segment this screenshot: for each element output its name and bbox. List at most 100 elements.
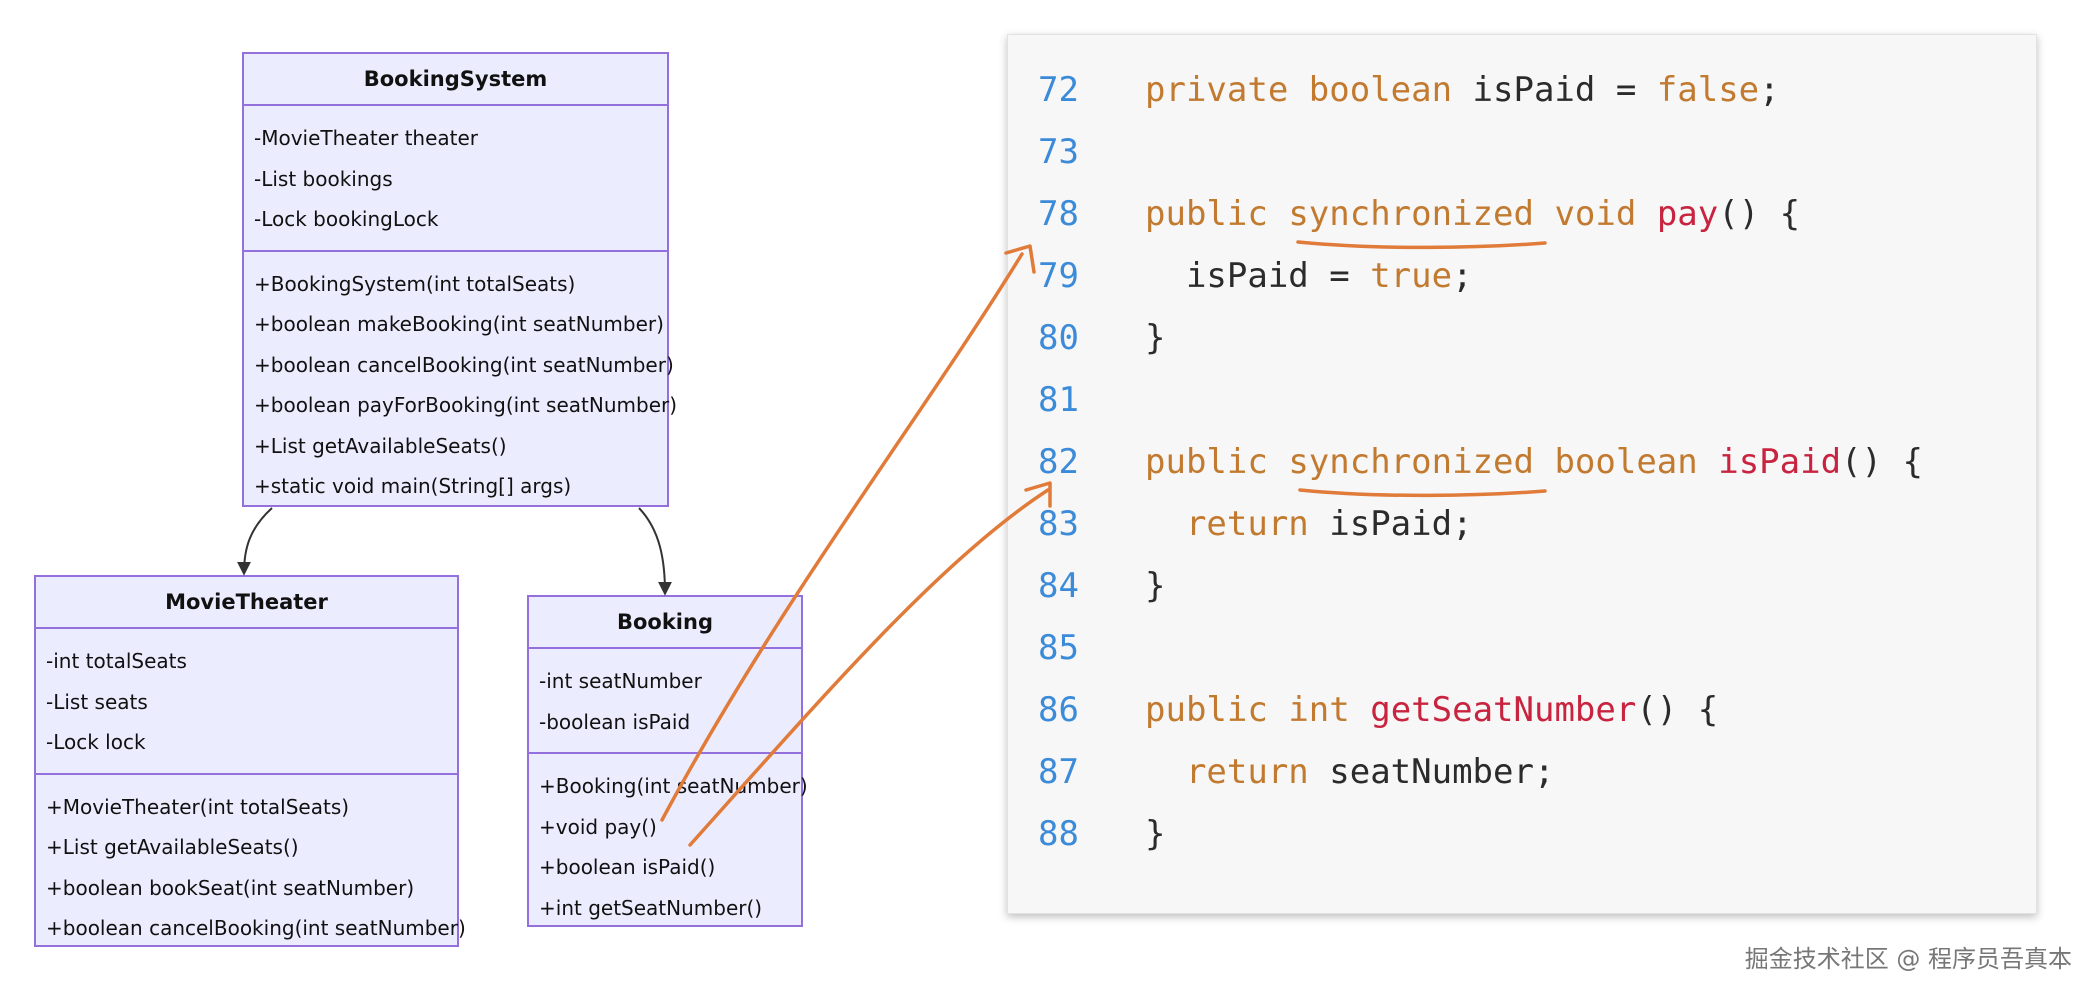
code-text: public int getSeatNumber() { [1145, 679, 1718, 741]
code-token: ; [1452, 256, 1473, 296]
code-token: () { [1636, 690, 1719, 730]
code-text: return isPaid; [1145, 493, 1473, 555]
code-text: isPaid = true; [1145, 245, 1473, 307]
code-function: getSeatNumber [1370, 690, 1637, 730]
code-keyword: public [1145, 194, 1268, 234]
class-attributes: -MovieTheater theater -List bookings -Lo… [244, 106, 667, 252]
class-attribute: -List seats [46, 689, 148, 714]
class-attribute: -Lock lock [46, 730, 146, 754]
code-token: isPaid = [1145, 256, 1371, 296]
class-method: +boolean bookSeat(int seatNumber) [46, 875, 415, 900]
code-token [1698, 442, 1718, 482]
line-number: 86 [1038, 690, 1079, 730]
code-token [1268, 194, 1288, 234]
class-attribute: -Lock bookingLock [254, 207, 439, 231]
class-method: +BookingSystem(int totalSeats) [254, 271, 576, 296]
line-number: 82 [1038, 442, 1079, 482]
code-keyword: void [1554, 194, 1637, 234]
code-keyword: synchronized [1288, 442, 1534, 482]
class-methods: +BookingSystem(int totalSeats) +boolean … [244, 252, 678, 517]
code-keyword: true [1370, 256, 1453, 296]
class-method: +boolean payForBooking(int seatNumber) [254, 393, 678, 417]
code-text: public synchronized void pay() { [1145, 183, 1800, 245]
code-keyword: boolean [1308, 70, 1453, 110]
code-function: isPaid [1718, 442, 1842, 482]
code-text: } [1145, 307, 1165, 369]
code-token [1288, 70, 1308, 110]
class-method: +boolean cancelBooking(int seatNumber) [46, 916, 466, 940]
code-token: ; [1759, 70, 1780, 110]
code-keyword: private [1145, 70, 1289, 110]
class-method: +MovieTheater(int totalSeats) [46, 794, 350, 819]
class-method: +int getSeatNumber() [539, 895, 763, 920]
line-number: 81 [1038, 380, 1079, 420]
code-keyword: public [1145, 442, 1268, 482]
class-attribute: -MovieTheater theater [254, 126, 479, 150]
line-number: 88 [1038, 814, 1079, 854]
line-number: 79 [1038, 256, 1079, 296]
code-token [1145, 504, 1186, 544]
class-methods: +MovieTheater(int totalSeats) +List getA… [36, 775, 466, 959]
class-attributes: -int totalSeats -List seats -Lock lock [36, 629, 457, 775]
class-methods: +Booking(int seatNumber) +void pay() +bo… [529, 754, 808, 938]
association-arrow-booking [638, 507, 672, 596]
class-method: +boolean cancelBooking(int seatNumber) [254, 352, 674, 377]
code-keyword: return [1185, 752, 1309, 792]
line-number: 87 [1038, 752, 1079, 792]
code-token: } [1145, 814, 1166, 854]
code-token: () { [1718, 194, 1801, 234]
code-token [1534, 442, 1554, 482]
code-text: } [1145, 555, 1165, 617]
association-arrow-theater [237, 507, 273, 576]
code-token: isPaid = [1452, 70, 1657, 110]
code-token [1534, 194, 1554, 234]
class-booking: Booking -int seatNumber -boolean isPaid … [527, 595, 808, 927]
code-token [1636, 194, 1656, 234]
code-keyword: return [1185, 504, 1309, 544]
class-method: +boolean isPaid() [539, 855, 716, 879]
class-title: BookingSystem [244, 54, 667, 106]
class-title: Booking [529, 597, 801, 649]
code-keyword: int [1288, 690, 1350, 730]
line-number: 80 [1038, 318, 1079, 358]
line-number: 84 [1038, 566, 1079, 606]
class-movie-theater: MovieTheater -int totalSeats -List seats… [34, 575, 466, 947]
code-keyword: false [1656, 70, 1760, 110]
code-text: } [1145, 803, 1165, 865]
line-number: 73 [1038, 132, 1079, 172]
code-token: } [1145, 566, 1166, 606]
class-method: +Booking(int seatNumber) [539, 774, 808, 798]
code-token [1145, 752, 1186, 792]
class-booking-system: BookingSystem -MovieTheater theater -Lis… [242, 52, 677, 507]
code-token [1268, 442, 1288, 482]
code-keyword: synchronized [1288, 194, 1534, 234]
code-keyword: public [1145, 690, 1268, 730]
class-attribute: -int seatNumber [539, 669, 702, 693]
class-method: +boolean makeBooking(int seatNumber) [254, 312, 664, 336]
class-method: +static void main(String[] args) [254, 474, 572, 498]
line-number: 72 [1038, 70, 1079, 110]
code-token [1350, 690, 1370, 730]
code-token: } [1145, 318, 1166, 358]
code-function: pay [1656, 194, 1719, 234]
code-token: seatNumber; [1308, 752, 1555, 792]
class-attributes: -int seatNumber -boolean isPaid [529, 649, 801, 754]
class-attribute: -int totalSeats [46, 649, 187, 673]
class-method: +List getAvailableSeats() [254, 433, 507, 458]
class-title: MovieTheater [36, 577, 457, 629]
code-panel: 72 private boolean isPaid = false; 73 78 pub… [1007, 34, 2037, 914]
code-token [1268, 690, 1288, 730]
code-token: () { [1841, 442, 1923, 482]
line-number: 85 [1038, 628, 1079, 668]
class-method: +List getAvailableSeats() [46, 835, 299, 859]
line-number: 83 [1038, 504, 1079, 544]
class-attribute: -List bookings [254, 166, 393, 191]
code-text: return seatNumber; [1145, 741, 1554, 803]
watermark: 掘金技术社区 @ 程序员吾真本 [1744, 945, 2072, 973]
code-text: private boolean isPaid = false; [1145, 59, 1780, 121]
class-attribute: -boolean isPaid [539, 709, 691, 734]
code-token: isPaid; [1308, 504, 1473, 544]
line-number: 78 [1038, 194, 1079, 234]
class-method: +void pay() [539, 814, 657, 839]
code-text: public synchronized boolean isPaid() { [1145, 431, 1923, 493]
